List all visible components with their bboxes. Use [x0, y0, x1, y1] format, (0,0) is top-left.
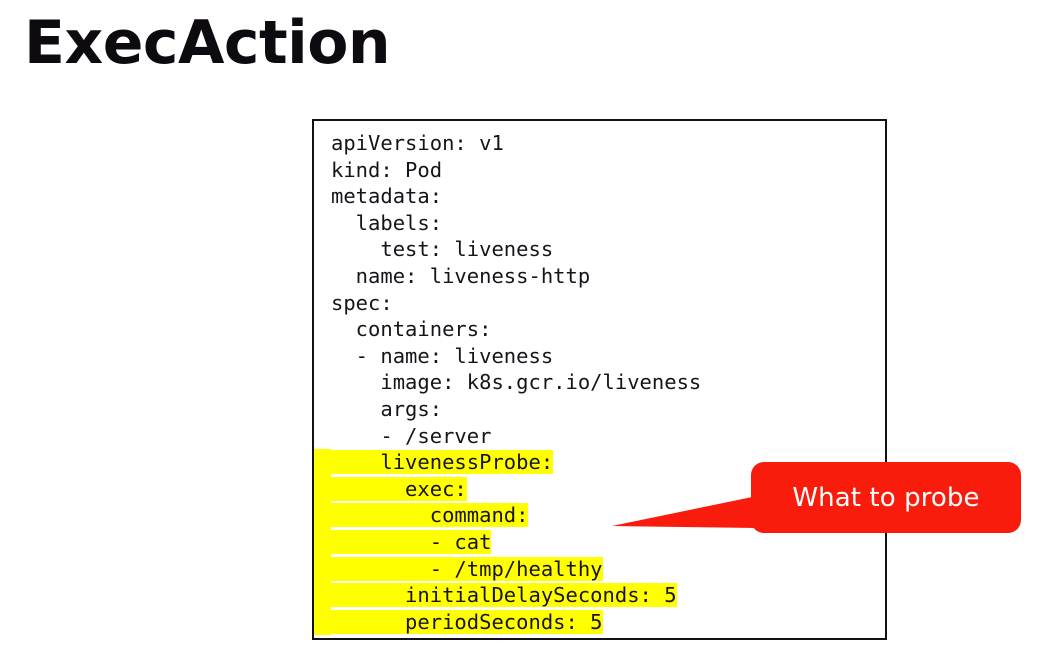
- page-title: ExecAction: [24, 8, 391, 78]
- code-line: test: liveness: [331, 236, 885, 263]
- code-line: exec:: [331, 476, 885, 503]
- code-line: spec:: [331, 290, 885, 317]
- code-line: apiVersion: v1: [331, 130, 885, 157]
- code-line-text: metadata:: [331, 184, 443, 209]
- code-line: name: liveness-http: [331, 263, 885, 290]
- code-line: labels:: [331, 210, 885, 237]
- code-line: initialDelaySeconds: 5: [331, 582, 885, 609]
- code-line: kind: Pod: [331, 157, 885, 184]
- code-line-text: - cat: [331, 529, 492, 554]
- code-line-text: initialDelaySeconds: 5: [331, 583, 677, 608]
- code-line-text: - /tmp/healthy: [331, 556, 603, 581]
- code-line: image: k8s.gcr.io/liveness: [331, 369, 885, 396]
- callout-label: What to probe: [792, 482, 980, 513]
- code-line: command:: [331, 502, 885, 529]
- highlight-gutter-fill: [314, 449, 331, 636]
- code-line-text: periodSeconds: 5: [331, 609, 603, 634]
- code-line-text: labels:: [331, 210, 443, 235]
- code-line: - cat: [331, 529, 885, 556]
- code-line: metadata:: [331, 183, 885, 210]
- code-line: containers:: [331, 316, 885, 343]
- code-line: periodSeconds: 5: [331, 609, 885, 636]
- callout-body: [751, 462, 1021, 533]
- code-line: - name: liveness: [331, 343, 885, 370]
- code-line: - /server: [331, 423, 885, 450]
- code-line-text: - name: liveness: [331, 343, 554, 368]
- code-line-text: exec:: [331, 476, 467, 501]
- code-line-text: name: liveness-http: [331, 263, 591, 288]
- code-line-text: apiVersion: v1: [331, 131, 504, 155]
- callout-tail-icon: [612, 496, 757, 528]
- code-line: - /tmp/healthy: [331, 556, 885, 583]
- code-line-text: livenessProbe:: [331, 450, 554, 475]
- code-line-text: - /server: [331, 423, 492, 448]
- code-line-text: command:: [331, 503, 529, 528]
- code-line: args:: [331, 396, 885, 423]
- code-line-text: containers:: [331, 317, 492, 342]
- code-line-text: kind: Pod: [331, 157, 443, 182]
- code-line-text: args:: [331, 396, 443, 421]
- code-line-text: image: k8s.gcr.io/liveness: [331, 370, 702, 395]
- code-line-text: test: liveness: [331, 237, 554, 262]
- callout-balloon: What to probe: [612, 462, 1021, 533]
- code-line-text: spec:: [331, 290, 393, 315]
- code-line: livenessProbe:: [331, 449, 885, 476]
